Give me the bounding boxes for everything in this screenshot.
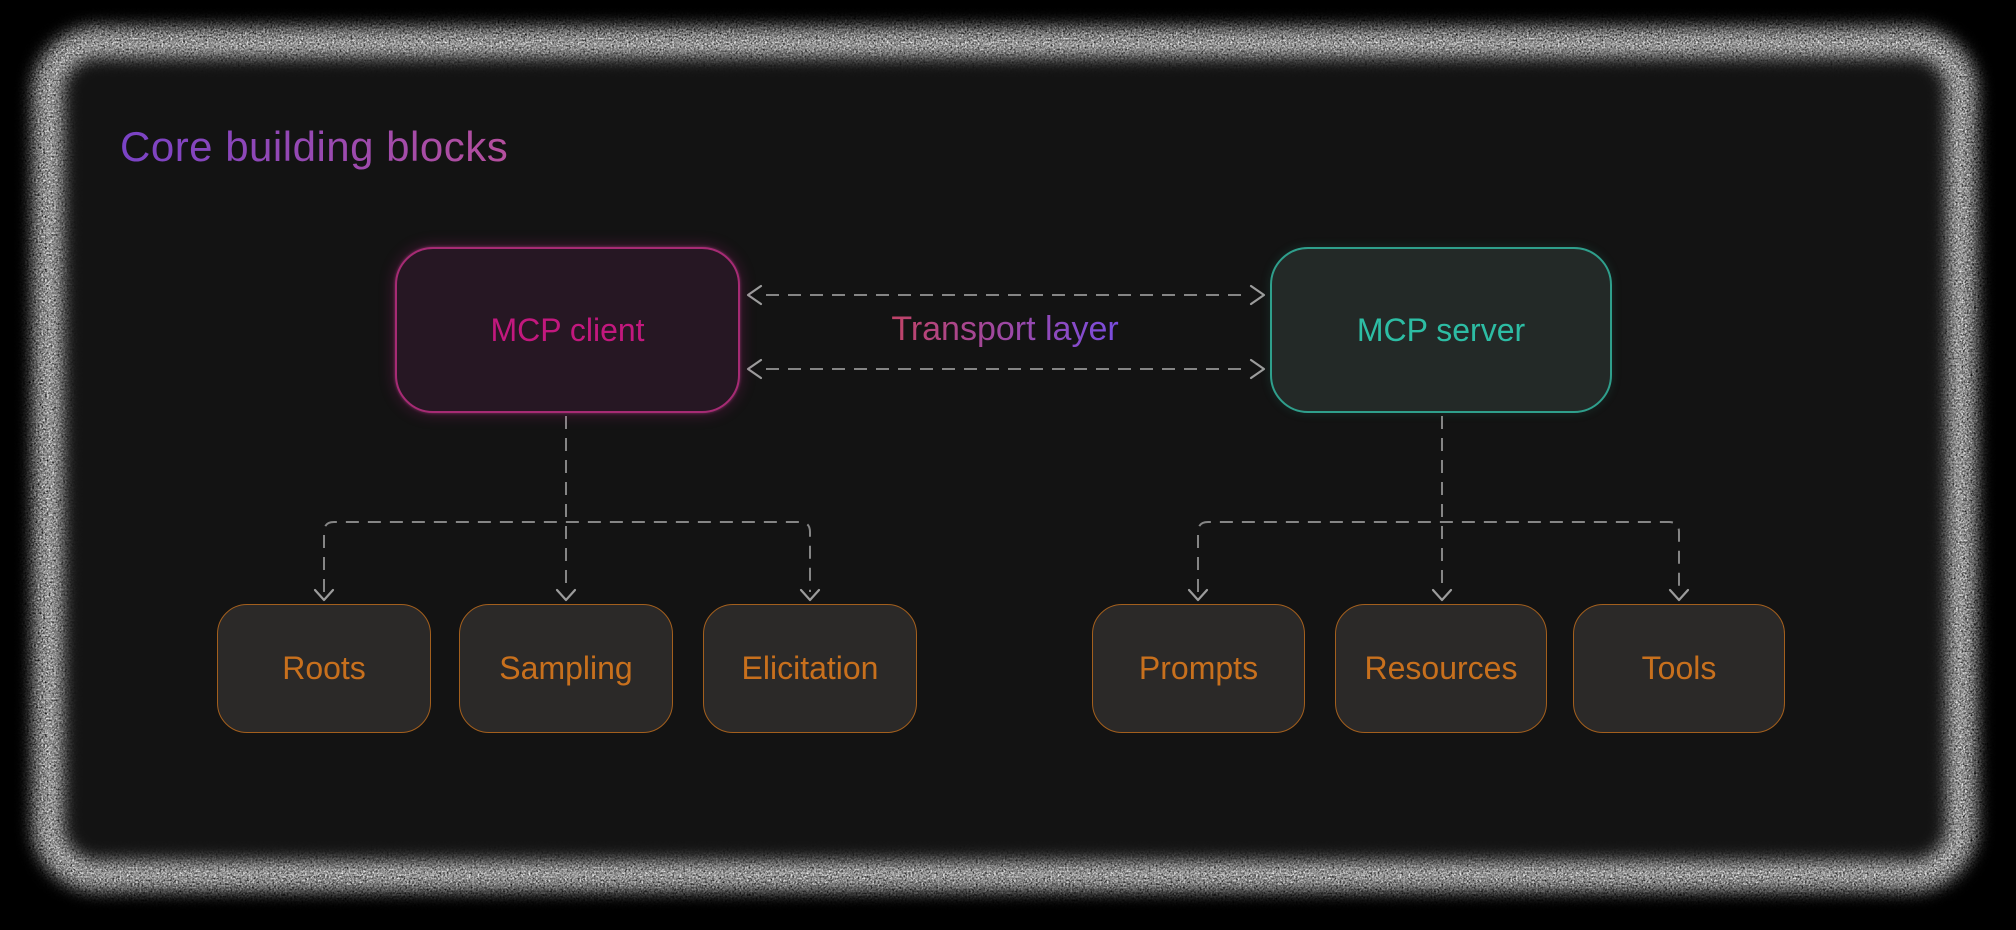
resources-node: Resources [1335, 604, 1547, 733]
chevron-down-icon [313, 588, 335, 602]
grain-ring [33, 27, 1977, 891]
chevron-right-icon [1249, 358, 1266, 380]
page-title: Core building blocks [120, 123, 509, 170]
elicitation-label: Elicitation [741, 650, 879, 686]
mcp-server-label: MCP server [1356, 311, 1526, 348]
prompts-label: Prompts [1138, 650, 1259, 686]
server-children-bracket [1197, 521, 1680, 592]
prompts-node: Prompts [1092, 604, 1305, 733]
chevron-down-icon [555, 588, 577, 602]
transport-layer-label: Transport layer [805, 310, 1205, 349]
chevron-down-icon [1431, 588, 1453, 602]
chevron-left-icon [746, 358, 763, 380]
mcp-client-label: MCP client [490, 311, 645, 348]
tools-node: Tools [1573, 604, 1785, 733]
transport-layer-text: Transport layer [891, 310, 1119, 348]
card [48, 42, 1962, 876]
elicitation-node: Elicitation [703, 604, 917, 733]
resources-label: Resources [1364, 650, 1518, 686]
mcp-client-node: MCP client [395, 247, 740, 413]
chevron-right-icon [1249, 284, 1266, 306]
mcp-server-node: MCP server [1270, 247, 1612, 413]
chevron-left-icon [746, 284, 763, 306]
chevron-down-icon [1187, 588, 1209, 602]
client-children-bracket [323, 521, 811, 592]
sampling-node: Sampling [459, 604, 673, 733]
tools-label: Tools [1641, 650, 1717, 686]
roots-label: Roots [282, 650, 366, 686]
page-title-text: Core building blocks [120, 123, 509, 170]
sampling-label: Sampling [499, 650, 633, 686]
roots-node: Roots [217, 604, 431, 733]
chevron-down-icon [799, 588, 821, 602]
chevron-down-icon [1668, 588, 1690, 602]
